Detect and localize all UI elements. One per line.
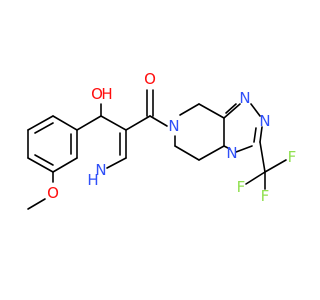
triazole-n2-label: N (259, 112, 270, 130)
triazole-n1-label: N (239, 89, 250, 107)
fluorine-right-label: F (288, 148, 297, 166)
nh-hydrogen-label: H (87, 171, 98, 189)
amide-nitrogen-label: N (168, 117, 179, 135)
nh-nitrogen-label: N (95, 161, 106, 179)
triazole-n4-label: N (226, 144, 237, 162)
carbonyl-oxygen-label: O (144, 70, 156, 88)
fluorine-bottom-label: F (261, 187, 270, 205)
molecule-structure: O H O N N H O N N N F F F (27, 70, 296, 210)
fluorine-left-label: F (237, 178, 246, 196)
hydroxyl-oxygen-label: O (91, 85, 103, 103)
methoxy-oxygen-label: O (47, 184, 59, 202)
hydroxyl-hydrogen-label: H (101, 85, 112, 103)
bond-lines (27, 89, 287, 210)
atom-labels: O H O N N H O N N N F F F (47, 70, 296, 205)
